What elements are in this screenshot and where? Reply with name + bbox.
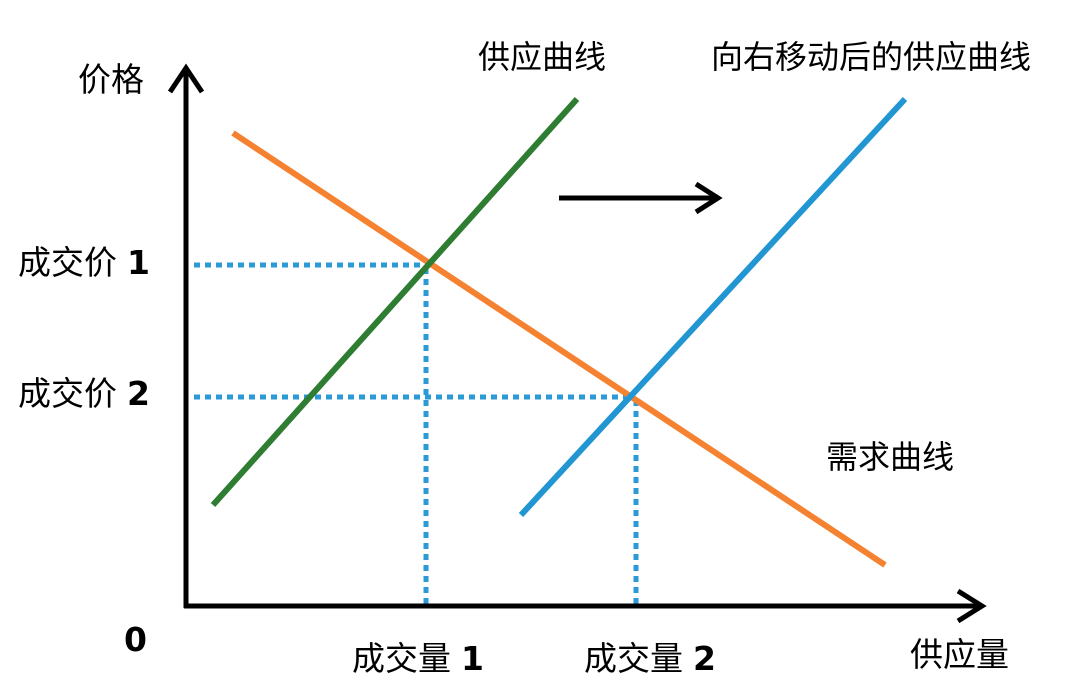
origin-label: 0	[124, 620, 147, 659]
shift-arrow-head	[694, 181, 723, 215]
quantity-label-2-num: 2	[693, 639, 716, 678]
price-label-2-num: 2	[127, 374, 150, 413]
x-axis-label: 供应量	[910, 635, 1009, 674]
x-axis-arrowhead	[956, 588, 987, 624]
demand-curve	[231, 130, 887, 568]
y-axis-arrowhead	[167, 63, 205, 94]
supply-curve-label: 供应曲线	[478, 38, 606, 76]
quantity-labels: 成交量 1 成交量 2	[352, 639, 716, 678]
quantity-label-2-text: 成交量	[584, 639, 683, 678]
quantity-label-1-text: 成交量	[352, 639, 451, 678]
supply-shifted-curve-label: 向右移动后的供应曲线	[711, 38, 1031, 76]
price-label-1: 成交价 1	[18, 243, 150, 282]
supply-shifted-curve	[518, 96, 908, 518]
price-label-1-num: 1	[127, 243, 150, 282]
quantity-label-1-num: 1	[461, 639, 484, 678]
curve-labels: 供应曲线 向右移动后的供应曲线 需求曲线	[478, 38, 1031, 476]
axes	[167, 63, 987, 624]
quantity-label-1: 成交量 1	[352, 639, 484, 678]
shift-arrow	[559, 181, 723, 215]
price-label-1-text: 成交价	[18, 243, 117, 282]
price-label-2: 成交价 2	[18, 374, 150, 413]
price-label-2-text: 成交价	[18, 374, 117, 413]
price-labels: 成交价 1 成交价 2	[18, 243, 150, 413]
quantity-label-2: 成交量 2	[584, 639, 716, 678]
y-axis-label: 价格	[78, 60, 144, 99]
demand-curve-label: 需求曲线	[826, 438, 954, 476]
supply-curve	[210, 96, 580, 508]
guide-lines	[194, 262, 639, 605]
curves	[210, 96, 908, 568]
axis-labels: 价格 供应量 0	[78, 60, 1009, 674]
